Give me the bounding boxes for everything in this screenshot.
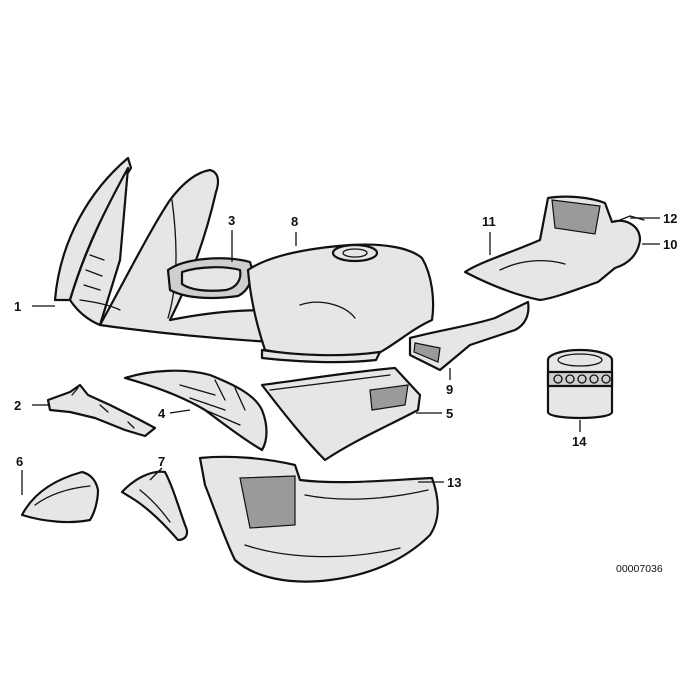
bracket-part bbox=[123, 369, 268, 452]
seat-cowl-part bbox=[463, 195, 645, 302]
inner-panel-part bbox=[120, 470, 189, 542]
callout-4: 4 bbox=[158, 406, 166, 421]
callout-9: 9 bbox=[446, 382, 453, 397]
catalog-number: 00007036 bbox=[616, 563, 663, 575]
callout-11: 11 bbox=[482, 214, 496, 229]
callout-2: 2 bbox=[14, 398, 21, 413]
callout-3: 3 bbox=[228, 213, 235, 228]
side-fairing-part bbox=[260, 366, 422, 462]
callout-6: 6 bbox=[16, 454, 23, 469]
leader-lines bbox=[21, 217, 660, 495]
callout-14: 14 bbox=[572, 434, 587, 449]
callout-5: 5 bbox=[446, 406, 453, 421]
callout-10: 10 bbox=[663, 237, 677, 252]
fuel-tank-part bbox=[246, 243, 435, 364]
callout-7: 7 bbox=[158, 454, 165, 469]
mudguard-part bbox=[20, 470, 100, 524]
lower-fairing-part bbox=[198, 455, 439, 583]
instrument-cover-part bbox=[166, 257, 254, 300]
callout-13: 13 bbox=[447, 475, 461, 490]
callout-8: 8 bbox=[291, 214, 298, 229]
callout-1: 1 bbox=[14, 299, 21, 314]
small-bracket-part bbox=[46, 383, 157, 438]
callout-12: 12 bbox=[663, 211, 677, 226]
side-panel-part bbox=[408, 300, 530, 372]
paint-can-part bbox=[546, 348, 614, 420]
